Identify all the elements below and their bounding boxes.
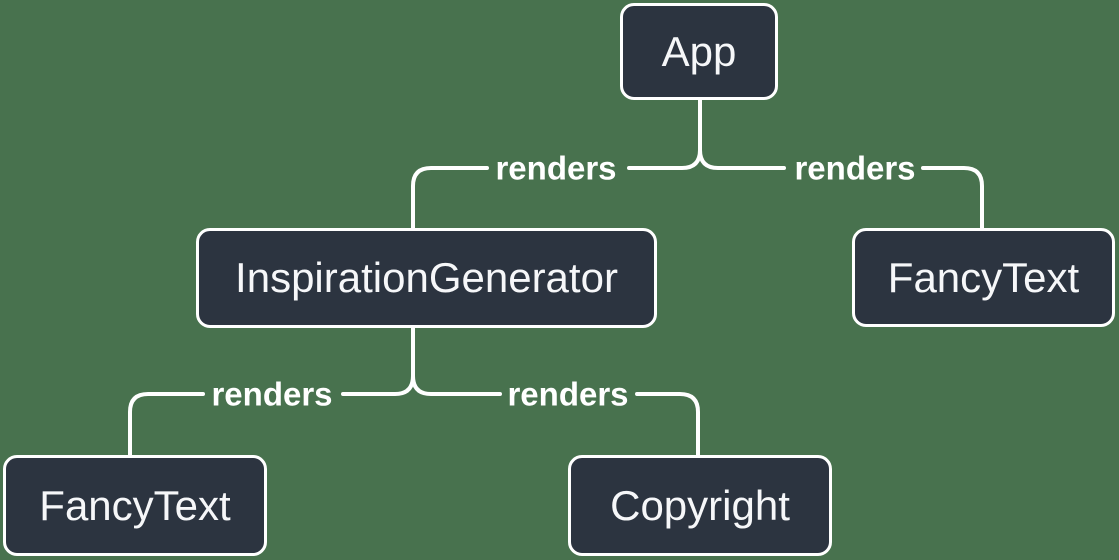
node-fancy-text-left: FancyText [3,455,267,556]
node-inspiration-generator: InspirationGenerator [196,228,657,328]
node-fancy-text-right: FancyText [852,228,1115,327]
edge-inspiration-generator-to-copyright [411,326,700,459]
edge-label-renders: renders [211,375,333,413]
edge-label-renders: renders [495,149,617,187]
edge-label-renders: renders [507,375,629,413]
node-app: App [620,3,778,100]
edge-app-to-fancy-text [698,98,984,232]
edge-label-renders: renders [794,149,916,187]
node-copyright: Copyright [568,455,832,556]
